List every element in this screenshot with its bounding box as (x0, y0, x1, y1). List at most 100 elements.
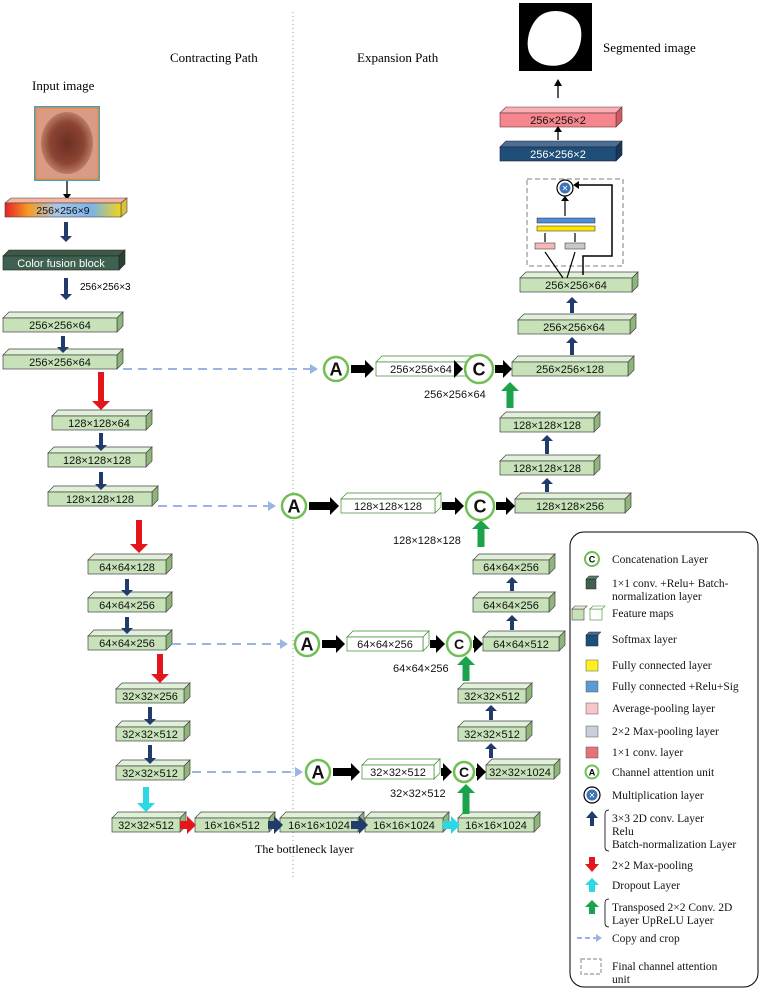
legend-label-3: Feature maps (612, 608, 674, 620)
softmax-cube-icon (585, 631, 602, 647)
legend-label-1: Concatenation Layer (612, 554, 708, 566)
conv-arrow-c4 (121, 579, 133, 596)
conv1x1-output-block: 256×256×2 (499, 106, 623, 128)
maxpool-arrow-2 (130, 520, 148, 553)
input-stack-block: 256×256×9 (4, 197, 128, 218)
input-image-title: Input image (32, 78, 95, 93)
final-channel-attention-unit: ✕ (526, 178, 624, 279)
expansion-block-6: 64×64×256 (472, 553, 556, 575)
attention-to-feature-arrow-4 (333, 763, 360, 781)
bottleneck-block-3-label: 16×16×1024 (373, 820, 435, 832)
expansion-block-9-label: 128×128×128 (513, 420, 581, 432)
concatenation-node-2: C (464, 490, 496, 522)
legend-label-2: 1×1 conv. +Relu+ Batch-normalization lay… (612, 578, 729, 603)
bottleneck-block-4-label: 16×16×1024 (465, 820, 527, 832)
expansion-block-6-label: 64×64×256 (483, 562, 539, 574)
conv-arrow-c6 (144, 707, 156, 725)
green-arrow-icon (585, 898, 610, 928)
svg-text:C: C (473, 359, 486, 379)
concat-circle-icon: C (584, 551, 600, 567)
contracting-block-7-label: 64×64×256 (99, 600, 155, 612)
conv-arrow-c1 (57, 336, 69, 353)
segmented-image (519, 3, 592, 71)
maxpool-arrow-3 (151, 654, 169, 683)
feature-to-concat-arrow-2 (442, 497, 464, 515)
concatenation-node-4: C (452, 760, 476, 784)
transposed-conv-arrow-1 (457, 784, 475, 814)
contracting-block-6: 64×64×128 (87, 553, 173, 575)
bottleneck-conv-arrow-1 (268, 816, 283, 834)
expansion-block-11-label: 256×256×64 (543, 322, 605, 334)
multiply-icon: ✕ (583, 786, 601, 804)
expansion-block-12: 256×256×64 (519, 271, 639, 293)
bottleneck-dropout-arrow (443, 816, 460, 834)
expansion-conv-arrow-3 (506, 615, 518, 630)
color-fusion-label: Color fusion block (17, 258, 105, 270)
contracting-block-7: 64×64×256 (87, 591, 173, 613)
svg-text:A: A (301, 634, 314, 654)
avgpool-pink-icon (585, 702, 599, 715)
fc-relu-sig-bar (536, 217, 596, 224)
maxpool-box (564, 242, 586, 250)
expansion-block-2: 32×32×512 (457, 720, 533, 742)
concat-to-block-arrow-1 (495, 360, 512, 378)
upsample-label-3: 64×64×256 (393, 663, 449, 675)
expansion-conv-arrow-8 (566, 297, 578, 313)
channel-attention-unit-1: A (322, 355, 350, 383)
contracting-block-3-label: 128×128×64 (68, 418, 130, 430)
legend-label-6: Fully connected +Relu+Sig (612, 681, 739, 693)
copy-crop-arrow-4 (192, 767, 303, 777)
concatenation-node-3: C (445, 630, 473, 658)
expansion-block-4-label: 64×64×512 (493, 639, 549, 651)
fc-yellow-icon (585, 659, 599, 672)
contracting-block-8: 64×64×256 (87, 629, 173, 651)
conv-arrow-c5 (121, 617, 133, 634)
attention-to-feature-arrow-3 (322, 635, 345, 653)
concat-to-block-arrow-2 (496, 497, 515, 515)
contracting-block-12: 32×32×512 (111, 811, 187, 833)
conv-arrow-c3 (95, 472, 107, 490)
contracting-block-11-label: 32×32×512 (122, 768, 178, 780)
feature-to-concat-arrow-4 (441, 763, 452, 781)
bottleneck-block-2-label: 16×16×1024 (288, 820, 350, 832)
contracting-block-2-label: 256×256×64 (29, 357, 91, 369)
bottleneck-title: The bottleneck layer (255, 842, 354, 856)
expansion-block-10-label: 256×256×128 (536, 364, 604, 376)
expansion-block-4: 64×64×512 (482, 630, 566, 652)
dashed-arrow-icon (577, 934, 602, 942)
attention-to-feature-arrow-2 (309, 497, 339, 515)
arrow-fusion-to-conv (60, 278, 72, 300)
contracting-path-title: Contracting Path (170, 50, 258, 65)
expansion-conv-arrow-5 (541, 478, 553, 492)
expansion-block-12-label: 256×256×64 (545, 280, 607, 292)
cyan-arrow-icon (585, 878, 599, 892)
expansion-block-5: 64×64×256 (472, 591, 556, 613)
legend-label-16: Copy and crop (612, 933, 680, 945)
fc-bar (536, 225, 596, 232)
attention-a-icon: A (584, 764, 600, 780)
bottleneck-block-4: 16×16×1024 (457, 811, 541, 833)
svg-text:C: C (459, 764, 469, 780)
upsample-label-2: 128×128×128 (393, 535, 461, 547)
conv-bn-cube-icon (585, 575, 600, 590)
feature-to-concat-arrow-3 (430, 635, 445, 653)
svg-text:C: C (454, 636, 464, 652)
svg-text:A: A (312, 762, 325, 782)
legend-label-5: Fully connected layer (612, 660, 712, 672)
maxpool-gray-icon (585, 725, 599, 738)
svg-text:✕: ✕ (589, 791, 596, 800)
svg-text:A: A (330, 359, 343, 379)
legend-label-8: 2×2 Max-pooling layer (612, 726, 719, 738)
legend-label-13: 2×2 Max-pooling (612, 860, 693, 872)
expansion-block-2-label: 32×32×512 (464, 729, 520, 741)
copy-crop-arrow-3 (172, 639, 288, 649)
feature-map-icon (571, 605, 606, 621)
expansion-block-3: 32×32×512 (457, 682, 533, 704)
expansion-conv-arrow-1 (485, 743, 497, 758)
legend-label-7: Average-pooling layer (612, 703, 715, 715)
channel-attention-unit-2: A (280, 492, 308, 520)
legend-box (569, 531, 759, 988)
